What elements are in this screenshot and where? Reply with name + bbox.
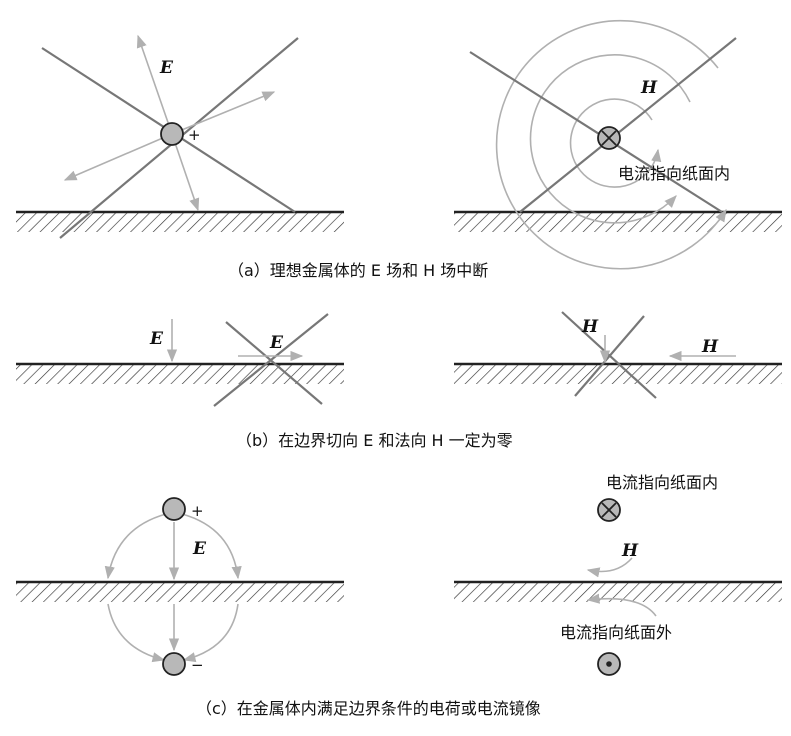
e-field-arrow <box>136 34 173 135</box>
e-label: E <box>269 333 284 353</box>
panel-b-normal-h: H H <box>454 311 782 399</box>
e-field-arc <box>104 513 167 580</box>
plus-sign: + <box>191 502 204 520</box>
e-field-arc <box>182 603 239 663</box>
h-label: H <box>701 337 719 357</box>
e-field-arrow <box>171 91 276 135</box>
caption-a: （a）理想金属体的 E 场和 H 场中断 <box>228 261 488 280</box>
h-field-loop <box>529 54 691 224</box>
current-out-of-page-note: 电流指向纸面外 <box>560 623 672 642</box>
metal-surface <box>16 582 344 602</box>
h-label: H <box>621 541 639 561</box>
dot-mark <box>606 661 612 667</box>
current-into-page-note: 电流指向纸面内 <box>618 164 730 183</box>
e-field-arrow <box>63 133 173 181</box>
h-field-loop <box>569 98 662 188</box>
e-label: E <box>149 329 164 349</box>
minus-sign: − <box>191 656 204 674</box>
panel-a-h-field: H 电流指向纸面内 <box>454 19 782 270</box>
e-label: E <box>192 539 207 559</box>
h-label: H <box>640 78 658 98</box>
cross-mark <box>601 130 617 146</box>
h-label: H <box>581 317 599 337</box>
positive-charge <box>162 497 186 521</box>
panel-a-e-field: + E <box>16 34 344 239</box>
h-field-loop <box>495 19 727 270</box>
metal-surface <box>454 364 782 384</box>
e-field-arrow <box>171 133 200 212</box>
metal-surface <box>16 212 344 232</box>
caption-c: （c）在金属体内满足边界条件的电荷或电流镜像 <box>196 699 541 718</box>
positive-charge <box>160 122 184 146</box>
metal-surface <box>454 582 782 602</box>
plus-sign: + <box>188 126 201 144</box>
field-line <box>213 313 329 407</box>
image-negative-charge <box>162 652 186 676</box>
cross-mark <box>601 502 617 518</box>
field-line <box>519 37 737 213</box>
panel-b-tangential-e: E E <box>16 313 344 407</box>
e-label: E <box>159 58 174 78</box>
field-line <box>225 321 323 405</box>
field-line <box>469 51 723 213</box>
e-field-arc <box>107 603 166 663</box>
panel-c-charge-image: + − E <box>16 497 344 676</box>
e-field-arc <box>181 513 242 580</box>
h-field-arc <box>586 557 633 578</box>
current-into-page-note: 电流指向纸面内 <box>606 473 718 492</box>
metal-surface <box>16 364 344 384</box>
caption-b: （b）在边界切向 E 和法向 H 一定为零 <box>236 431 513 450</box>
h-field-arc <box>586 593 657 617</box>
panel-c-current-image: 电流指向纸面内 H 电流指向纸面外 <box>454 473 782 676</box>
